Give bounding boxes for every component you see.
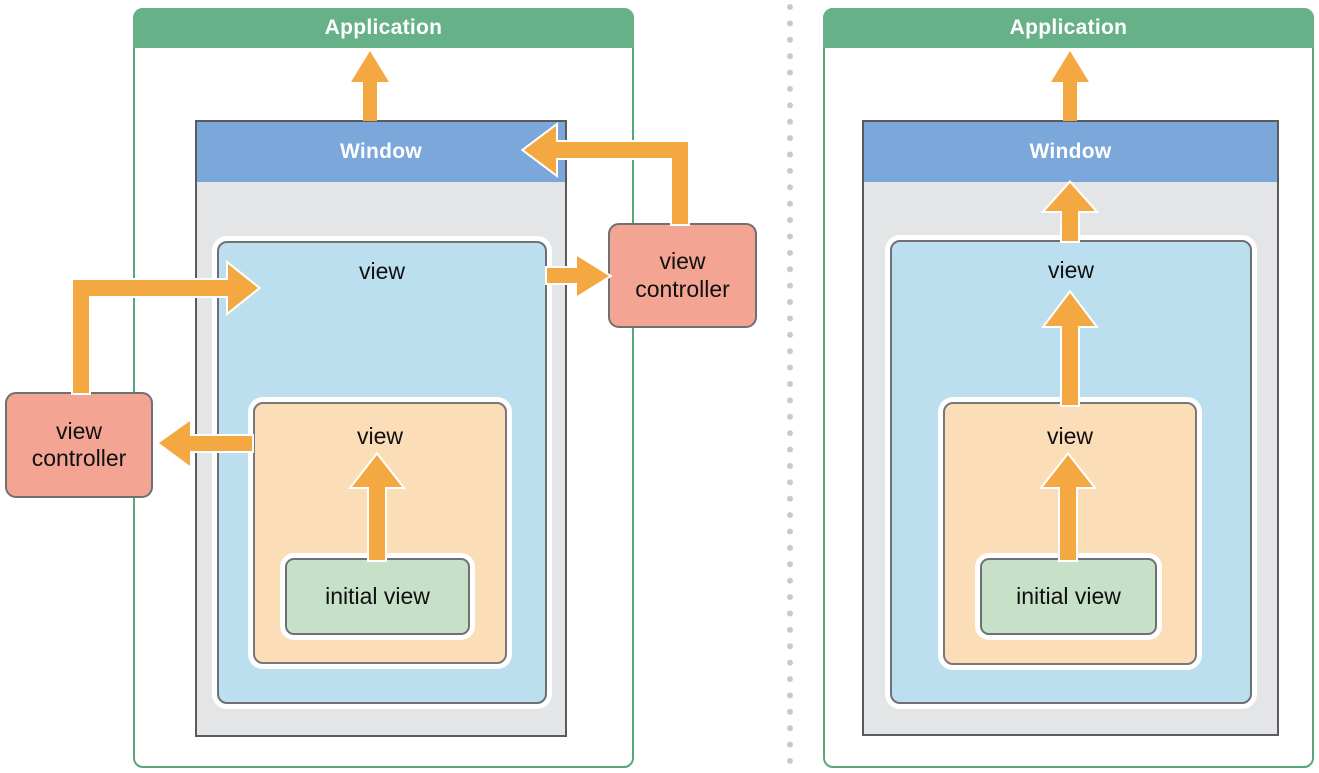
right-application-header: Application <box>823 8 1314 48</box>
left-initial-view: initial view <box>285 558 470 635</box>
subview-label: view <box>1046 423 1093 449</box>
window-label: Window <box>339 140 423 163</box>
left-application-header: Application <box>133 8 634 48</box>
initial-view-label: initial view <box>1016 583 1121 609</box>
left-window-header: Window <box>197 122 565 182</box>
application-label: Application <box>324 16 443 39</box>
left-root-view-controller: view controller <box>608 223 757 328</box>
subview-label: view <box>356 423 403 449</box>
window-label: Window <box>1029 140 1112 163</box>
dotted-divider <box>787 4 793 773</box>
view-label: view <box>1047 257 1094 283</box>
left-outer-view-controller: view controller <box>5 392 153 498</box>
initial-view-label: initial view <box>325 583 430 609</box>
application-label: Application <box>1009 16 1128 39</box>
view-controller-label: view controller <box>635 248 730 302</box>
view-label: view <box>358 258 405 284</box>
right-initial-view: initial view <box>980 558 1157 635</box>
view-controller-label: view controller <box>31 417 127 471</box>
right-window-header: Window <box>864 122 1277 182</box>
